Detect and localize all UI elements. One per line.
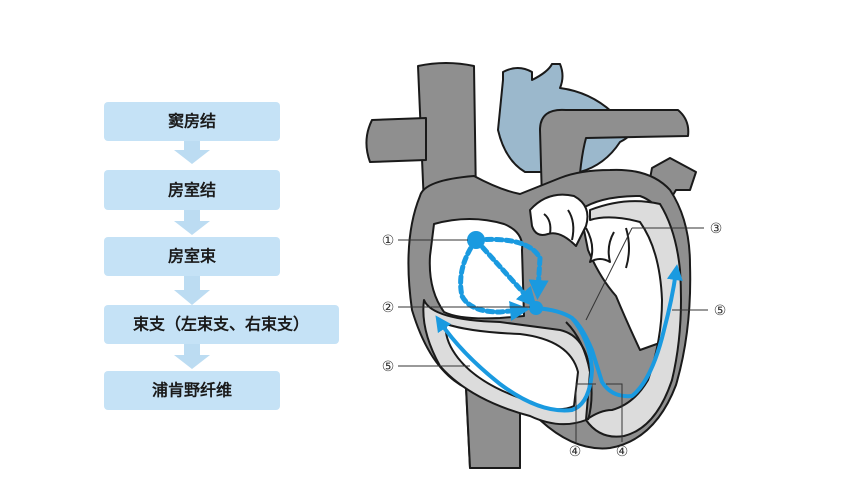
- leader-lines: [398, 227, 708, 442]
- flow-step-purkinje-fibers: 浦肯野纤维: [104, 371, 280, 410]
- svg-text:②: ②: [382, 300, 395, 316]
- flow-step-label: 浦肯野纤维: [152, 381, 232, 400]
- sinoatrial-node-dot: [467, 231, 485, 249]
- flow-step-bundle-branches: 束支（左束支、右束支）: [104, 305, 339, 344]
- flow-step-atrioventricular-node: 房室结: [104, 170, 280, 210]
- flow-step-label: 房室结: [168, 181, 216, 200]
- atrioventricular-node-dot: [529, 301, 543, 315]
- flow-step-label: 房室束: [168, 247, 217, 266]
- flow-step-label: 窦房结: [168, 112, 216, 131]
- marker-4-left: ④: [616, 444, 629, 460]
- flow-arrow: [174, 276, 210, 305]
- flow-arrow: [174, 210, 210, 235]
- flow-step-sinoatrial-node: 窦房结: [104, 102, 280, 141]
- marker-5-right: ⑤: [714, 303, 727, 319]
- marker-2: ②: [382, 300, 395, 316]
- marker-1: ①: [382, 233, 395, 249]
- flow-step-label: 束支（左束支、右束支）: [133, 315, 309, 334]
- marker-3: ③: [710, 221, 723, 237]
- mitral-valve: [585, 227, 630, 269]
- flow-arrow: [174, 344, 210, 369]
- conduction-pathway: [435, 236, 683, 413]
- svg-text:③: ③: [710, 221, 723, 237]
- svg-text:⑤: ⑤: [382, 359, 395, 375]
- svg-text:④: ④: [616, 444, 629, 460]
- marker-4-right: ④: [569, 444, 582, 460]
- svg-text:⑤: ⑤: [714, 303, 727, 319]
- flow-step-bundle-of-his: 房室束: [104, 237, 280, 276]
- svg-text:④: ④: [569, 444, 582, 460]
- flow-arrow: [174, 141, 210, 164]
- aortic-valve-region: [529, 193, 589, 247]
- right-ventricle: [422, 299, 591, 426]
- marker-5-left: ⑤: [382, 359, 395, 375]
- flow-chart: 窦房结 房室结 房室束 束支（左束支、右束支） 浦肯野纤维: [104, 102, 339, 410]
- pulmonary-vein-left: [365, 117, 427, 163]
- heart-illustration: [365, 62, 697, 469]
- svg-text:①: ①: [382, 233, 395, 249]
